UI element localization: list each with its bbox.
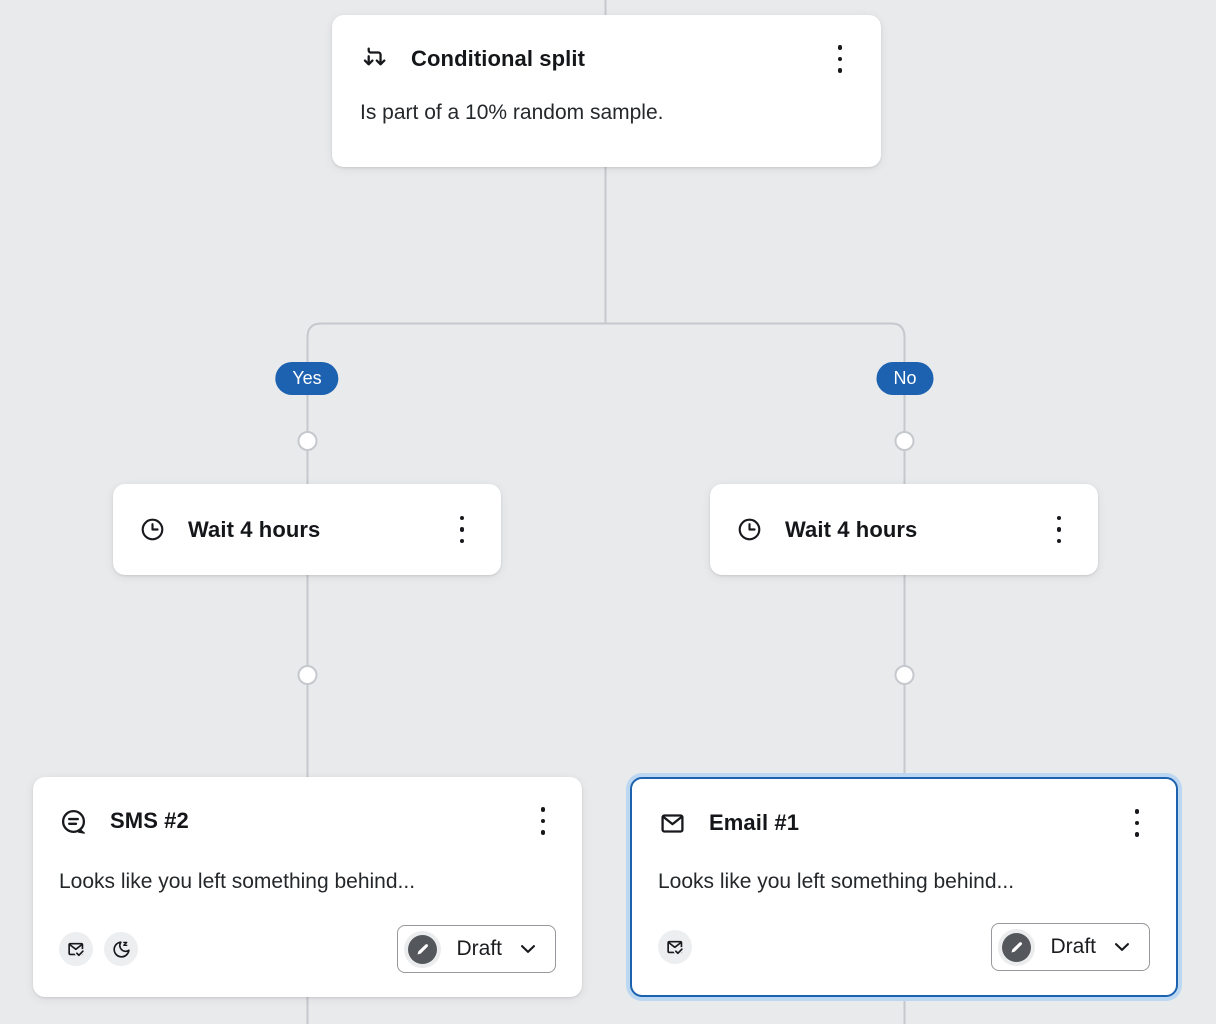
smart-sending-icon xyxy=(665,937,686,958)
card-title: SMS #2 xyxy=(110,808,189,833)
clock-icon xyxy=(139,516,166,543)
quiet-hours-icon xyxy=(111,939,132,960)
draft-pencil-icon xyxy=(415,942,430,957)
status-label: Draft xyxy=(1050,935,1096,958)
kebab-menu-button[interactable] xyxy=(1046,512,1072,548)
sms-bubble-icon xyxy=(59,807,88,836)
card-title: Email #1 xyxy=(709,810,800,835)
draft-badge xyxy=(404,930,442,968)
kebab-menu-button[interactable] xyxy=(1124,805,1150,841)
smart-sending-badge xyxy=(59,932,93,966)
draft-pencil-icon xyxy=(1009,940,1024,955)
smart-sending-badge xyxy=(658,930,692,964)
clock-icon xyxy=(736,516,763,543)
connector-node[interactable] xyxy=(297,665,318,685)
connector-node[interactable] xyxy=(297,431,318,451)
split-arrows-icon xyxy=(360,45,389,74)
smart-sending-icon xyxy=(66,939,87,960)
message-preview: Looks like you left something behind... xyxy=(59,870,416,893)
branch-label-no: No xyxy=(876,362,934,395)
wait-card-no[interactable]: Wait 4 hours xyxy=(710,484,1098,575)
status-dropdown-button[interactable]: Draft xyxy=(397,925,556,973)
kebab-menu-button[interactable] xyxy=(449,512,475,548)
kebab-menu-button[interactable] xyxy=(530,803,556,839)
message-preview: Looks like you left something behind... xyxy=(658,870,1015,893)
connector-node[interactable] xyxy=(894,665,915,685)
chevron-down-icon xyxy=(517,938,539,960)
quiet-hours-badge xyxy=(104,932,138,966)
status-label: Draft xyxy=(456,937,502,960)
conditional-split-card[interactable]: Conditional split Is part of a 10% rando… xyxy=(332,15,881,167)
status-dropdown-button[interactable]: Draft xyxy=(991,923,1150,971)
email-card[interactable]: Email #1 Looks like you left something b… xyxy=(630,777,1178,997)
wait-title: Wait 4 hours xyxy=(785,516,918,542)
kebab-menu-button[interactable] xyxy=(827,41,853,77)
wait-title: Wait 4 hours xyxy=(188,516,321,542)
card-description: Is part of a 10% random sample. xyxy=(360,101,664,124)
wait-card-yes[interactable]: Wait 4 hours xyxy=(113,484,501,575)
chevron-down-icon xyxy=(1111,936,1133,958)
email-envelope-icon xyxy=(658,809,687,838)
draft-badge xyxy=(998,928,1036,966)
branch-label-yes: Yes xyxy=(275,362,339,395)
sms-card[interactable]: SMS #2 Looks like you left something beh… xyxy=(33,777,582,997)
connector-node[interactable] xyxy=(894,431,915,451)
card-title: Conditional split xyxy=(411,46,586,71)
